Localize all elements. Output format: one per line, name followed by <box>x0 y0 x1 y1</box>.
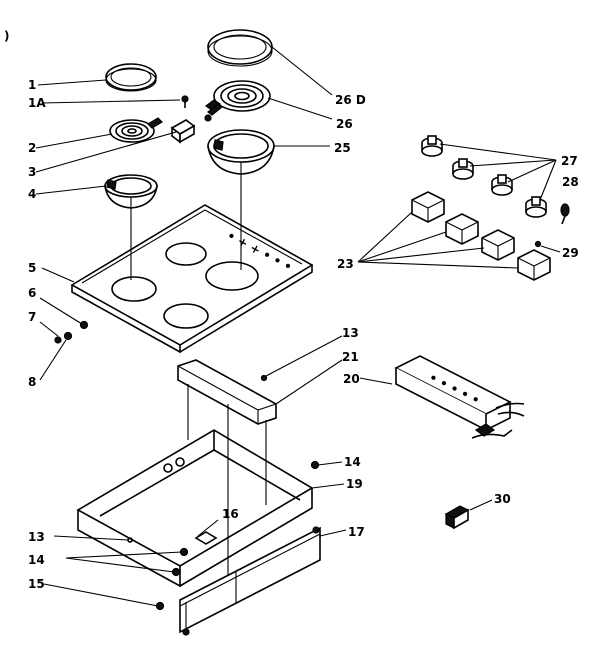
callout-16: 16 <box>222 507 239 521</box>
callout-23: 23 <box>337 257 354 271</box>
callout-26d: 26 D <box>335 93 366 107</box>
part-bracket-21 <box>177 359 277 425</box>
callout-17: 17 <box>348 525 365 539</box>
callout-19: 19 <box>346 477 363 491</box>
part-front-panel-17 <box>179 526 321 636</box>
part-small-element-2 <box>109 117 163 143</box>
part-knobs-27 <box>421 135 547 218</box>
callout-21: 21 <box>342 350 359 364</box>
callout-15: 15 <box>28 577 45 591</box>
callout-2: 2 <box>28 141 36 155</box>
part-drip-ring-26d <box>207 29 273 67</box>
callout-29: 29 <box>562 246 579 260</box>
callout-1: 1 <box>28 78 36 92</box>
callout-5: 5 <box>28 261 36 275</box>
callout-13-top: 13 <box>342 326 359 340</box>
part-large-element-26 <box>204 80 271 116</box>
part-screw-1a <box>181 95 189 108</box>
part-screw-29 <box>534 240 542 248</box>
part-screw-28 <box>560 203 570 225</box>
callout-13-left: 13 <box>28 530 45 544</box>
callout-7: 7 <box>28 310 36 324</box>
part-small-drip-ring-1 <box>105 63 157 92</box>
callout-25: 25 <box>334 141 351 155</box>
callout-30: 30 <box>494 492 511 506</box>
part-connector-30 <box>444 505 470 530</box>
callout-4: 4 <box>28 187 36 201</box>
callout-28: 28 <box>562 175 579 189</box>
callout-1a: 1A <box>28 96 46 110</box>
callout-27: 27 <box>561 154 578 168</box>
callout-26: 26 <box>336 117 353 131</box>
assembly-lines-lower <box>187 384 267 575</box>
callout-labels: 1 1A 2 3 4 5 6 7 8 26 D 26 25 27 28 29 2… <box>28 78 579 591</box>
leader-lines <box>35 46 561 607</box>
assembly-lines <box>130 162 242 280</box>
callout-20: 20 <box>343 372 360 386</box>
callout-3: 3 <box>28 165 36 179</box>
corner-mark: ) <box>4 29 9 43</box>
callout-14-right: 14 <box>344 455 361 469</box>
part-harness-20: • • • • • <box>394 355 525 439</box>
callout-8: 8 <box>28 375 36 389</box>
part-receptacle-3 <box>170 114 212 144</box>
callout-6: 6 <box>28 286 36 300</box>
part-cooktop-5: • + + • • • <box>70 204 314 354</box>
part-hardware-13-14-15 <box>155 374 320 611</box>
part-switches-23 <box>411 191 551 281</box>
part-hardware-6-7-8 <box>54 320 89 344</box>
callout-14-left: 14 <box>28 553 45 567</box>
